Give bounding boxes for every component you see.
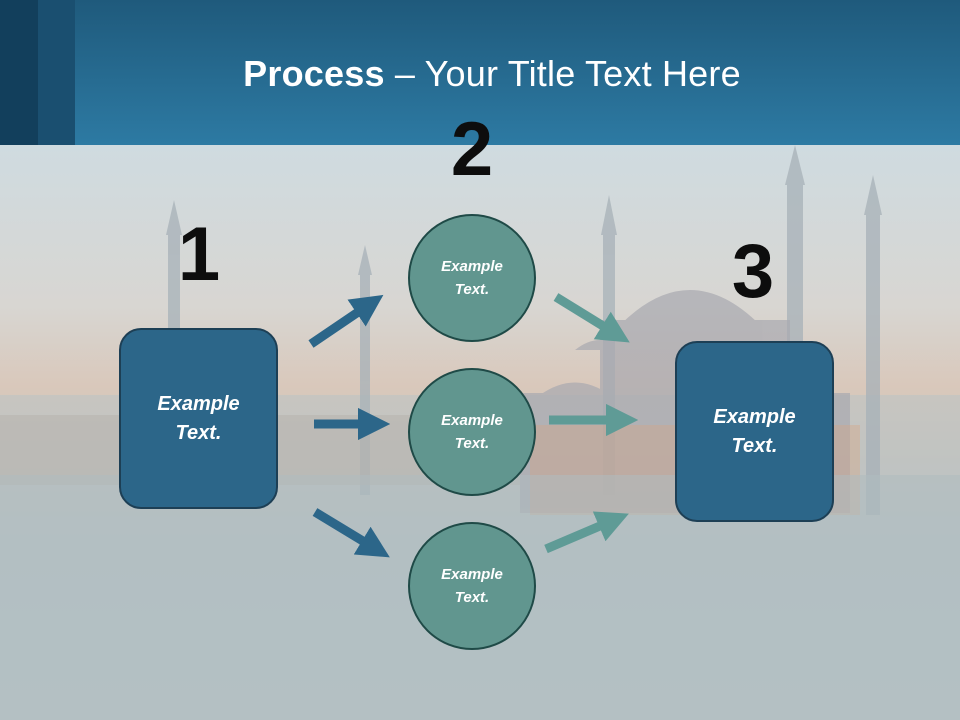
step-2-circle-middle-text: Example Text. [441, 412, 503, 452]
step-2-circle-bottom-text: Example Text. [441, 566, 503, 606]
step-2-circle-top-text: Example Text. [441, 258, 503, 298]
step-number-2: 2 [450, 107, 494, 192]
header-band: Process – Your Title Text Here [0, 0, 960, 145]
arrow-1-to-bottom [312, 508, 390, 558]
step-1-box: Example Text. [119, 328, 278, 509]
step-number-1: 1 [177, 212, 221, 297]
step-2-circle-bottom: Example Text. [408, 522, 536, 650]
step-1-text: Example Text. [157, 392, 240, 444]
step-2-circle-top: Example Text. [408, 214, 536, 342]
step-3-box: Example Text. [675, 341, 834, 522]
step-2-circle-middle: Example Text. [408, 368, 536, 496]
slide-title: Process – Your Title Text Here [0, 52, 960, 96]
step-number-3: 3 [731, 229, 775, 314]
arrow-bottom-to-3 [544, 511, 629, 554]
title-bold: Process [243, 53, 385, 94]
arrow-top-to-3 [553, 293, 630, 343]
arrow-1-to-top [308, 294, 384, 348]
header-accent-stripe [0, 0, 38, 145]
title-rest: – Your Title Text Here [384, 53, 741, 94]
header-accent-stripe-light [38, 0, 75, 145]
step-3-text: Example Text. [713, 405, 796, 457]
